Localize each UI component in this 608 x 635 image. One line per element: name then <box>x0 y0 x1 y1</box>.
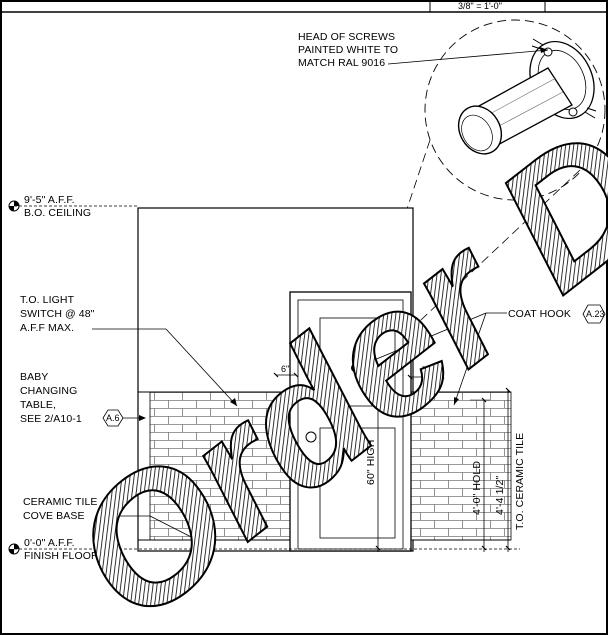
door <box>289 291 412 552</box>
ceiling-level-marker: 9'-5" A.F.F. B.O. CEILING <box>8 194 138 219</box>
dimension-7in: 7" <box>407 365 445 380</box>
vertical-dimensions: 60" HIGH 4'-0" HOLD 4'-4 1/2" T.O. CERAM… <box>365 365 526 552</box>
coat-hook-tag <box>582 304 606 324</box>
coat-hook-symbol <box>351 364 359 372</box>
floor-level-marker: 0'-0" A.F.F. FINISH FLOOR <box>8 537 520 562</box>
svg-text:TABLE,: TABLE, <box>20 399 56 411</box>
svg-text:COAT HOOK: COAT HOOK <box>508 308 571 320</box>
baby-table-callout: BABY CHANGING TABLE, SEE 2/A10-1 A.6 <box>20 371 146 427</box>
scale-text: 3/8" = 1'-0" <box>458 1 502 11</box>
screws-callout: HEAD OF SCREWS PAINTED WHITE TO MATCH RA… <box>298 31 549 69</box>
ceramic-tile-area <box>149 391 299 541</box>
svg-text:BABY: BABY <box>20 371 48 383</box>
svg-text:A.F.F MAX.: A.F.F MAX. <box>20 322 74 334</box>
svg-text:SEE 2/A10-1: SEE 2/A10-1 <box>20 413 82 425</box>
svg-text:7": 7" <box>422 365 430 375</box>
svg-text:6": 6" <box>281 364 289 374</box>
svg-text:A.23: A.23 <box>586 309 605 319</box>
svg-text:A.6: A.6 <box>106 413 120 423</box>
coat-hook-callout: COAT HOOK A.23 <box>359 304 606 406</box>
svg-text:T.O. LIGHT: T.O. LIGHT <box>20 294 75 306</box>
svg-text:COVE BASE: COVE BASE <box>23 510 85 522</box>
svg-text:FINISH FLOOR: FINISH FLOOR <box>24 550 99 562</box>
light-switch <box>273 405 282 418</box>
svg-text:MATCH RAL 9016: MATCH RAL 9016 <box>298 57 385 69</box>
svg-text:0'-0" A.F.F.: 0'-0" A.F.F. <box>24 537 75 549</box>
svg-text:B.O. CEILING: B.O. CEILING <box>24 207 91 219</box>
svg-text:Order D: Order D <box>35 90 608 635</box>
dimension-6in: 6" <box>273 364 299 378</box>
svg-text:4'-0" HOLD: 4'-0" HOLD <box>471 461 483 515</box>
svg-text:9'-5" A.F.F.: 9'-5" A.F.F. <box>24 194 75 206</box>
svg-text:CERAMIC TILE: CERAMIC TILE <box>23 496 98 508</box>
cove-base-callout: CERAMIC TILE COVE BASE <box>23 496 206 545</box>
svg-text:HEAD OF SCREWS: HEAD OF SCREWS <box>298 31 395 43</box>
coat-hook-detail <box>354 19 606 369</box>
svg-text:PAINTED WHITE TO: PAINTED WHITE TO <box>298 44 398 56</box>
svg-text:SWITCH @ 48": SWITCH @ 48" <box>20 308 95 320</box>
svg-text:T.O. CERAMIC TILE: T.O. CERAMIC TILE <box>514 433 526 530</box>
svg-text:CHANGING: CHANGING <box>20 385 77 397</box>
order-watermark: Order D <box>34 89 608 635</box>
light-switch-callout: T.O. LIGHT SWITCH @ 48" A.F.F MAX. <box>20 294 238 407</box>
svg-text:60" HIGH: 60" HIGH <box>365 440 377 485</box>
svg-text:4'-4 1/2": 4'-4 1/2" <box>494 476 506 515</box>
